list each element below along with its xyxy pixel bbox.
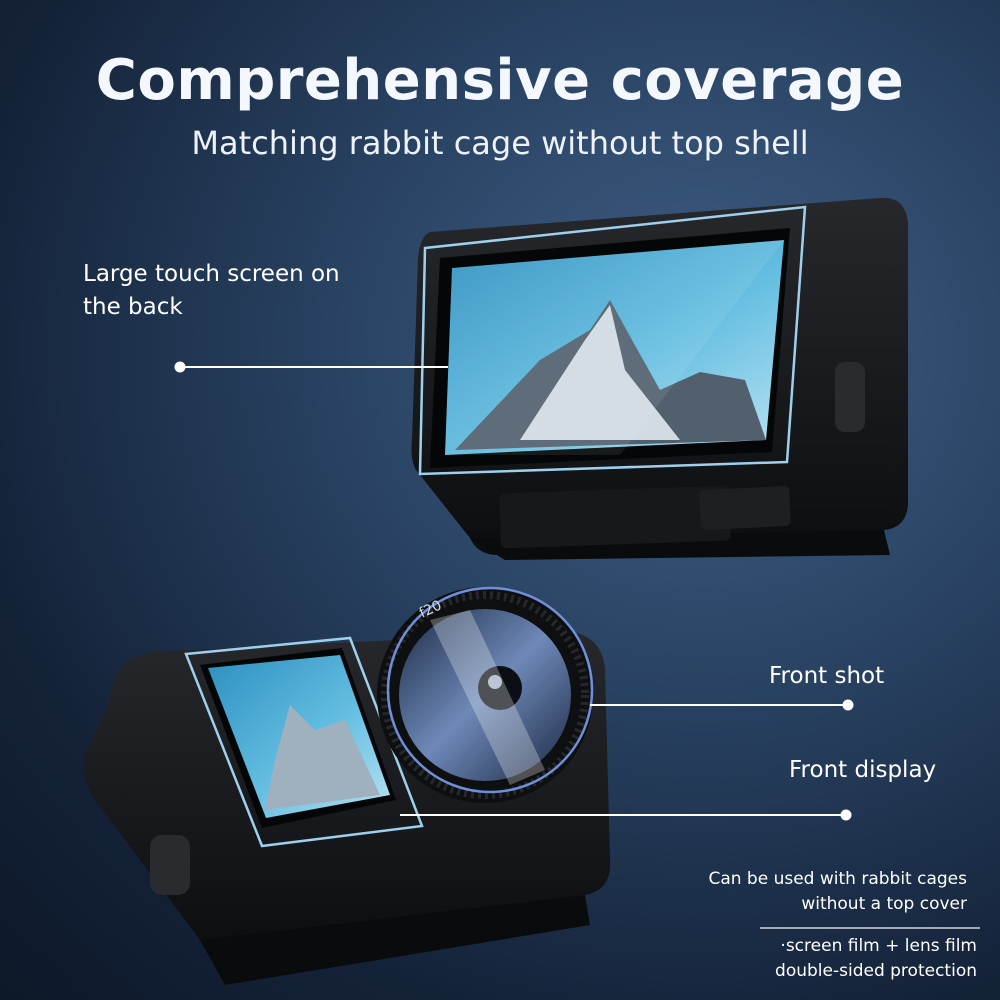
back-screen-callout: Large touch screen on the back — [83, 261, 340, 320]
page-title: Comprehensive coverage — [95, 48, 905, 113]
screen-film-outline — [418, 205, 807, 476]
back-touch-screen — [418, 205, 807, 476]
front-camera: f20 — [83, 586, 611, 985]
protection-note-line-2: double-sided protection — [775, 961, 977, 981]
front-lens: f20 — [377, 586, 594, 803]
page-subtitle: Matching rabbit cage without top shell — [191, 124, 809, 162]
side-button-icon — [150, 835, 190, 895]
front-display — [184, 636, 424, 848]
protection-note-line-1: ·screen film + lens film — [780, 936, 977, 956]
front-display-callout: Front display — [789, 757, 937, 783]
protection-note: ·screen film + lens film double-sided pr… — [775, 934, 977, 984]
callout-connectors — [174, 361, 980, 929]
front-shot-callout: Front shot — [769, 663, 885, 689]
lens-film-outline — [386, 586, 594, 794]
display-film-outline — [184, 636, 424, 848]
side-button-icon — [835, 362, 865, 432]
cage-compat-note: Can be used with rabbit cages without a … — [708, 867, 967, 917]
mountain-icon — [265, 705, 380, 810]
back-camera — [411, 197, 908, 560]
cage-note-line-1: Can be used with rabbit cages — [708, 869, 967, 889]
cage-note-line-2: without a top cover — [801, 894, 967, 914]
